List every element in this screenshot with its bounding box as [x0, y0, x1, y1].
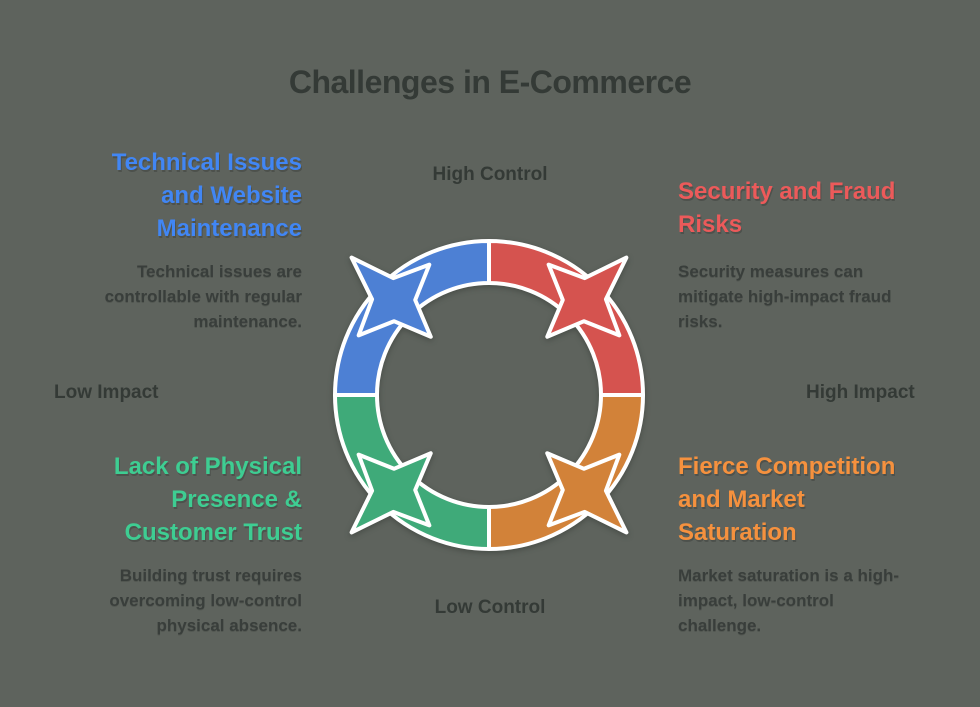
- quadrant-heading-competition-saturation: Fierce Competition and Market Saturation: [678, 453, 896, 546]
- quadrant-heading-technical-issues: Technical Issues and Website Maintenance: [111, 149, 302, 242]
- quadrant-description-security-fraud: Security measures can mitigate high-impa…: [678, 262, 892, 331]
- quadrant-description-competition-saturation: Market saturation is a high- impact, low…: [678, 566, 900, 635]
- quadrant-description-technical-issues: Technical issues are controllable with r…: [104, 262, 302, 331]
- axis-label-high-impact: High Impact: [806, 382, 915, 403]
- arrowhead-green-icon: [349, 451, 433, 535]
- arrowhead-blue-icon: [349, 255, 433, 339]
- segment-arc-green: [333, 393, 491, 551]
- quadrant-description-physical-presence: Building trust requires overcoming low-c…: [109, 566, 302, 635]
- axis-label-high-control: High Control: [432, 164, 548, 185]
- cycle-diagram: [333, 239, 645, 551]
- axis-label-low-control: Low Control: [434, 597, 546, 618]
- quadrant-heading-security-fraud: Security and Fraud Risks: [678, 178, 896, 238]
- arrowhead-red-icon: [545, 255, 629, 339]
- axis-label-low-impact: Low Impact: [54, 382, 159, 403]
- page-title: Challenges in E-Commerce: [288, 64, 692, 100]
- quadrant-heading-physical-presence: Lack of Physical Presence & Customer Tru…: [113, 453, 302, 546]
- arrowhead-orange-icon: [545, 451, 629, 535]
